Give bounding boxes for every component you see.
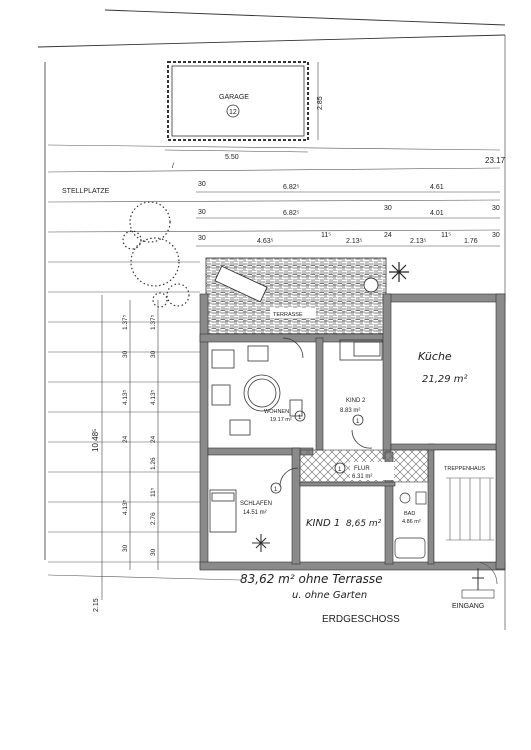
garage-number: 12: [229, 109, 237, 116]
hall-number: 1: [338, 467, 342, 473]
hall-number-circle: [334, 462, 346, 474]
dim-row3-f: 2.13⁵: [410, 238, 427, 245]
dim-outer-2: 30: [122, 350, 129, 358]
dim-row2-b: 6.82⁵: [283, 210, 300, 217]
bath-area: 4.86 m²: [402, 519, 421, 525]
handwritten-area: 83,62 m² ohne Terrasse: [240, 572, 383, 586]
dim-row3-d: 2.13⁵: [346, 238, 363, 245]
hall-area: 6.31 m²: [352, 474, 372, 480]
entrance: EINGANG: [452, 561, 498, 610]
parking-label: STELLPLATZE: [62, 188, 110, 195]
kind2-number-circle: [352, 414, 364, 426]
dim-outer-4: 24: [122, 435, 129, 443]
kitchen-label: Küche: [418, 350, 452, 363]
bedroom-area: 14.51 m²: [243, 510, 267, 516]
dim-left-bottom: 2.15: [93, 598, 100, 612]
terrace-label: TERRASSE: [273, 312, 303, 318]
stairwell: TREPPENHAUS: [433, 449, 497, 563]
top-dimension-chains: 30 6.82⁵ 4.61 23.17 30 6.82⁵ 30 4.01 30 …: [196, 156, 506, 247]
kind1-area: 8,65 m²: [346, 519, 382, 529]
kind2-area: 8.83 m²: [340, 408, 360, 414]
bedroom-number-circle: [270, 482, 282, 494]
dim-row3-g: 11⁵: [441, 232, 451, 239]
living-number: 1: [298, 415, 302, 421]
dim-outer-6: 30: [122, 544, 129, 552]
handwritten-note: u. ohne Garten: [292, 590, 367, 601]
tree-symbols: [122, 201, 190, 308]
bath-fixtures: [394, 491, 427, 559]
garage-label: GARAGE: [219, 94, 249, 101]
dim-mid-4: 24: [150, 435, 157, 443]
kitchen-area: 21,29 m²: [422, 374, 468, 385]
dim-mid-7: 2.76: [150, 512, 157, 525]
dim-left-total: 10.48⁵: [91, 429, 100, 452]
living-room-furniture: [211, 337, 304, 436]
garage-depth-dim: 2.85: [317, 96, 324, 110]
bedroom-label: SCHLAFEN: [240, 501, 272, 507]
dim-outer-1: 1.37⁵: [122, 314, 129, 330]
dim-row2-d: 4.01: [430, 210, 444, 217]
dim-row1-b: 6.82⁵: [283, 184, 300, 191]
dim-row1-c: 4.61: [430, 184, 444, 191]
bedroom-furniture: [209, 467, 299, 552]
parking-lines: [47, 144, 501, 581]
terrace: TERRASSE: [205, 257, 409, 335]
dim-outer-3: 4.13⁵: [122, 389, 129, 405]
dim-row3-c: 11⁵: [321, 232, 331, 239]
dim-outer-5: 4.13⁵: [122, 499, 129, 515]
garage-number-circle: [226, 104, 240, 118]
stairs-label: TREPPENHAUS: [444, 466, 486, 472]
living-label: WOHNEN: [264, 409, 289, 415]
left-dimension-chains: 10.48⁵ 2.15 1.37⁵ 30 4.13⁵ 24 4.13⁵ 30 1…: [91, 295, 159, 612]
dim-row3-i: 30: [492, 232, 500, 239]
dim-mid-5: 1.26: [150, 457, 157, 470]
kind2-number: 1: [356, 419, 360, 425]
dim-row3-a: 30: [198, 235, 206, 242]
dim-row3-b: 4.63⁵: [257, 238, 274, 245]
plan-title: ERDGESCHOSS: [322, 614, 400, 625]
north-mark: /: [172, 163, 174, 170]
dim-mid-6: 11⁵: [150, 487, 157, 497]
dim-row3-e: 24: [384, 232, 392, 239]
living-number-circle: [294, 410, 306, 422]
hall-label: FLUR: [354, 466, 370, 472]
dim-mid-8: 30: [150, 548, 157, 556]
kind2-furniture: [339, 339, 383, 449]
building-walls: [199, 293, 506, 571]
dim-mid-2: 30: [150, 350, 157, 358]
dim-row1-total: 23.17: [485, 156, 506, 165]
dim-row1-a: 30: [198, 181, 206, 188]
kind2-label: KIND 2: [346, 398, 366, 404]
dim-row2-e: 30: [492, 205, 500, 212]
kind1-label: KIND 1: [306, 518, 340, 529]
garage: GARAGE 12 5.50 2.85: [164, 61, 324, 161]
bath-label: BAD: [404, 511, 415, 517]
dim-mid-3: 4.13⁵: [150, 389, 157, 405]
garage-width-dim: 5.50: [225, 154, 239, 161]
bedroom-number: 1: [274, 487, 278, 493]
dim-row3-h: 1.76: [464, 238, 478, 245]
dim-row2-c: 30: [384, 205, 392, 212]
dim-row2-a: 30: [198, 209, 206, 216]
dim-mid-1: 1.37⁵: [150, 314, 157, 330]
living-area: 19.17 m²: [270, 417, 292, 423]
entrance-label: EINGANG: [452, 603, 484, 610]
plant-icon: [389, 262, 409, 282]
